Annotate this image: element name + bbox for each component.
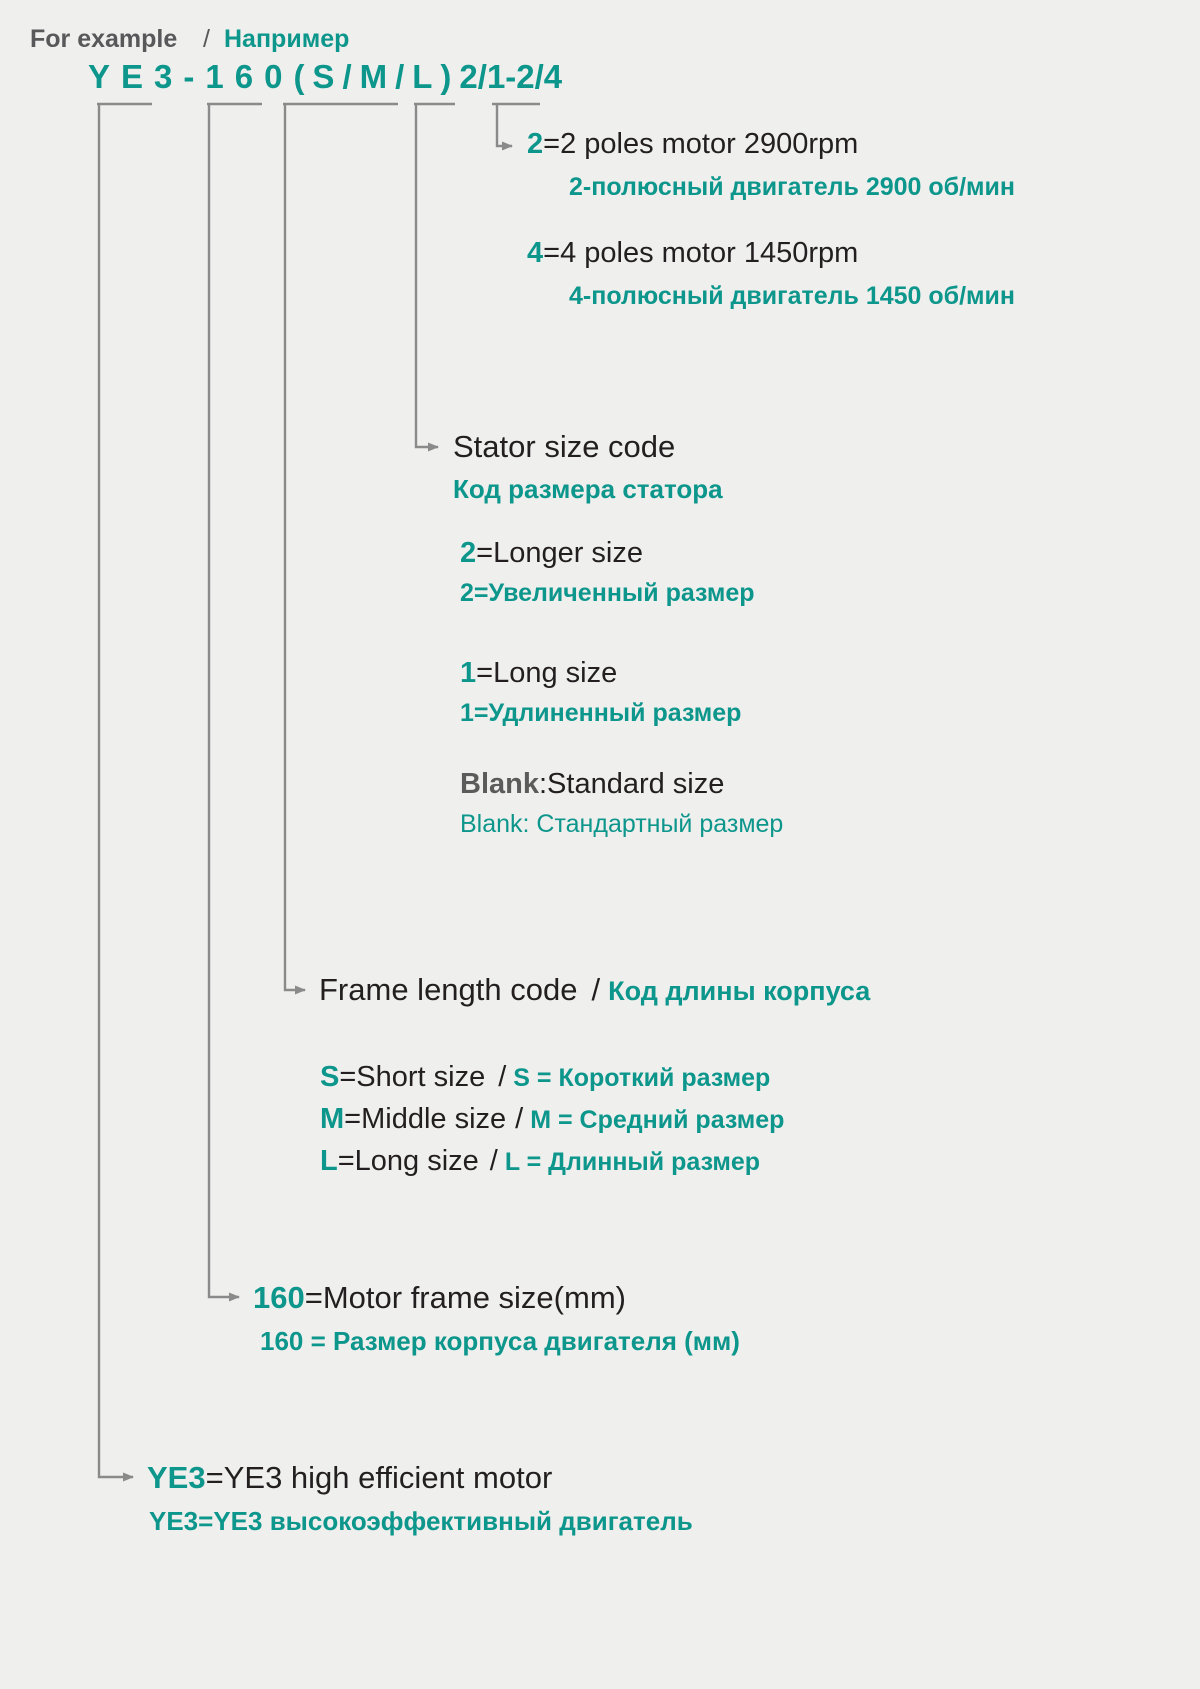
entry-sml-middle: M=Middle size/M = Средний размер [320, 1099, 784, 1141]
entry-sml-list: S=Short size/S = Короткий размер M=Middl… [320, 1057, 784, 1182]
entry-frame-size: 160=Motor frame size(mm) 160 = Размер ко… [253, 1281, 740, 1356]
entry-sml-middle-sep: / [515, 1102, 524, 1135]
entry-frame-size-text: =Motor frame size(mm) [304, 1280, 626, 1315]
entry-2-poles-key: 2 [527, 128, 544, 160]
entry-stator-size-code-ru: Код размера статора [453, 474, 723, 505]
entry-longer-size-en: 2=Longer size [460, 537, 755, 569]
entry-frame-length-code-en: Frame length code [319, 972, 578, 1007]
entry-4-poles-en: 4=4 poles motor 1450rpm [527, 237, 1015, 269]
entry-sml-short-text: =Short size [339, 1061, 486, 1093]
entry-blank-size-ru-text: Blank: Стандартный размер [460, 810, 784, 839]
entry-frame-size-key: 160 [253, 1280, 305, 1315]
entry-sml-short-sep: / [498, 1061, 507, 1093]
entry-blank-size-ru: Blank: Стандартный размер [460, 811, 783, 838]
for-example-label: For example [30, 25, 178, 53]
model-code-dash: - [183, 58, 206, 95]
model-code-length: (S/M/L) [293, 58, 460, 95]
entry-blank-size-text: :Standard size [538, 768, 725, 800]
entry-2-poles: 2=2 poles motor 2900rpm 2-полюсный двига… [527, 128, 1015, 202]
entry-long-size-en: 1=Long size [460, 657, 741, 689]
entry-frame-length-code-sep: / [591, 972, 601, 1007]
entry-longer-size: 2=Longer size 2=Увеличенный размер [460, 537, 755, 608]
entry-sml-long-key: L [320, 1144, 338, 1177]
entry-blank-size-key: Blank [460, 768, 539, 800]
entry-sml-short-key: S [320, 1061, 340, 1093]
entry-4-poles: 4=4 poles motor 1450rpm 4-полюсный двига… [527, 237, 1015, 311]
entry-motor-type: YE3=YE3 high efficient motor YE3=YE3 выс… [147, 1461, 693, 1536]
entry-sml-middle-key: M [320, 1102, 345, 1135]
entry-sml-middle-ru: M = Средний размер [530, 1105, 785, 1134]
entry-2-poles-text: =2 poles motor 2900rpm [543, 128, 859, 160]
for-example-label-ru: Например [224, 25, 350, 53]
model-code-prefix: YE3 [88, 58, 184, 95]
entry-sml-long-sep: / [489, 1144, 498, 1177]
entry-blank-size: Blank:Standard size Blank: Стандартный р… [460, 768, 783, 838]
entry-blank-size-en: Blank:Standard size [460, 768, 783, 800]
entry-sml-long-ru: L = Длинный размер [504, 1147, 761, 1176]
entry-frame-length-code: Frame length code /Код длины корпуса [319, 974, 870, 1005]
model-code-frame: 160 [205, 58, 294, 95]
entry-sml-long: L=Long size /L = Длинный размер [320, 1141, 784, 1183]
entry-long-size-key: 1 [460, 657, 477, 689]
entry-4-poles-text: =4 poles motor 1450rpm [543, 237, 859, 269]
entry-frame-size-en: 160=Motor frame size(mm) [253, 1281, 740, 1314]
entry-motor-type-en: YE3=YE3 high efficient motor [147, 1461, 693, 1494]
entry-long-size-text: =Long size [476, 657, 618, 689]
entry-frame-size-ru: 160 = Размер корпуса двигателя (мм) [260, 1326, 740, 1357]
entry-sml-middle-text: =Middle size [344, 1102, 507, 1135]
entry-longer-size-ru: 2=Увеличенный размер [460, 579, 755, 608]
entry-longer-size-key: 2 [460, 537, 477, 569]
entry-4-poles-ru: 4-полюсный двигатель 1450 об/мин [569, 282, 1015, 311]
entry-sml-short: S=Short size /S = Короткий размер [320, 1057, 784, 1099]
entry-2-poles-en: 2=2 poles motor 2900rpm [527, 128, 1015, 160]
header-separator: / [203, 25, 210, 53]
entry-motor-type-text: =YE3 high efficient motor [205, 1460, 553, 1495]
entry-motor-type-key: YE3 [147, 1460, 206, 1495]
entry-long-size: 1=Long size 1=Удлиненный размер [460, 657, 742, 728]
entry-motor-type-ru: YE3=YE3 высокоэффективный двигатель [149, 1506, 693, 1537]
entry-sml-long-text: =Long size [337, 1144, 479, 1177]
entry-longer-size-text: =Longer size [476, 537, 644, 569]
entry-4-poles-key: 4 [527, 237, 544, 269]
entry-frame-length-code-ru: Код длины корпуса [608, 976, 871, 1006]
model-code-stator-poles: 2/1-2/4 [459, 58, 563, 95]
entry-sml-short-ru: S = Короткий размер [513, 1064, 771, 1092]
entry-stator-size-code: Stator size code Код размера статора [453, 430, 723, 504]
entry-long-size-ru: 1=Удлиненный размер [460, 699, 742, 728]
model-code: YE3-160(S/M/L)2/1-2/4 [88, 60, 562, 93]
entry-2-poles-ru: 2-полюсный двигатель 2900 об/мин [569, 173, 1015, 202]
entry-stator-size-code-en: Stator size code [453, 429, 676, 464]
